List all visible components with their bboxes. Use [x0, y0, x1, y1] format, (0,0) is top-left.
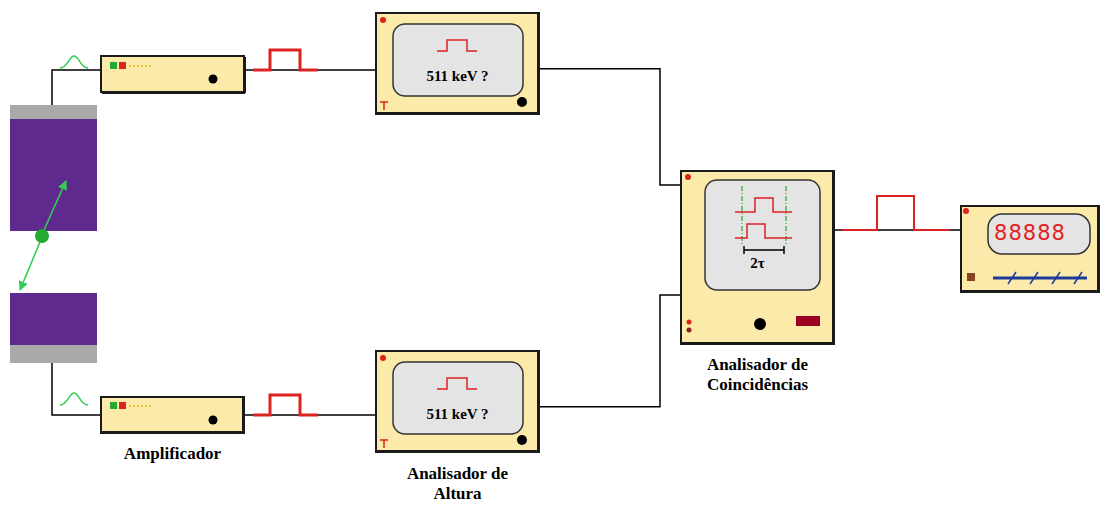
text-slot: Amplificador	[88, 444, 258, 464]
signal-wire	[540, 69, 680, 185]
text-slot: 88888	[960, 221, 1100, 245]
signal-wire	[835, 229, 960, 231]
counter-display: 88888	[994, 221, 1066, 245]
energy-window-text: 511 keV ?	[426, 406, 488, 423]
amplifier-controls	[110, 62, 218, 425]
text-slot: Analisador de Coincidências	[683, 355, 833, 396]
energy-window-text: 511 keV ?	[426, 68, 488, 85]
positron-source	[20, 181, 66, 290]
counter-box: 88888	[960, 205, 1100, 293]
detector-wire	[52, 70, 100, 415]
text-slot: 511 keV ?	[375, 67, 540, 85]
text-slot: 2τ	[680, 254, 835, 272]
pulse-height-analyzer: 511 keV ?	[375, 12, 540, 115]
amplifier-box	[101, 56, 245, 93]
text-slot: Analisador de Altura	[383, 464, 533, 505]
resolving-time-text: 2τ	[750, 255, 764, 272]
scintillator-detector	[10, 105, 97, 363]
box-heading: Amplificador	[124, 444, 221, 464]
box-heading: Analisador de Altura	[383, 464, 533, 505]
coincidence-analyzer: 2τAnalisador de Coincidências	[680, 170, 835, 345]
signal-wire	[245, 414, 375, 416]
counter-details	[963, 208, 1090, 284]
text-slot: 511 keV ?	[375, 405, 540, 423]
pulse-height-analyzer: 511 keV ?Analisador de Altura	[375, 350, 540, 453]
detector-pulse	[60, 56, 88, 405]
analyzer-screen	[380, 17, 527, 448]
shaped-pulse	[245, 50, 950, 415]
coincidence-screen	[685, 174, 820, 333]
box-heading: Analisador de Coincidências	[683, 355, 833, 396]
amplifier-box: Amplificador	[100, 396, 245, 434]
signal-wire	[540, 295, 680, 407]
